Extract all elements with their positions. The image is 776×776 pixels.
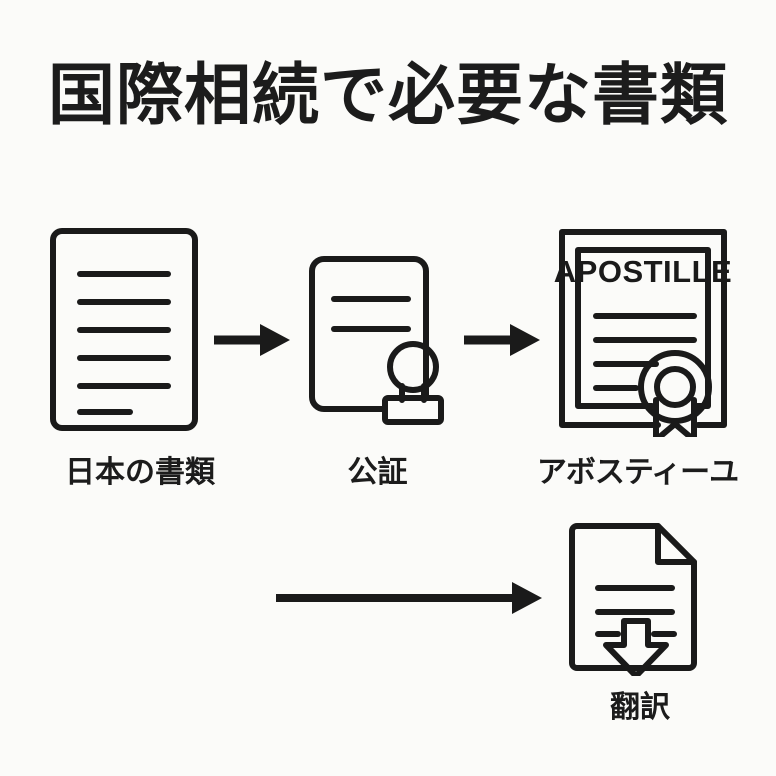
page-title: 国際相続で必要な書類 (48, 58, 728, 133)
document-stamp-icon (302, 250, 452, 430)
arrow-apostille-to-translation-icon (276, 578, 544, 618)
arrow-document-to-notary-icon (214, 320, 292, 360)
document-download-arrow-icon (562, 518, 710, 676)
step-label-notarization: 公証 (347, 456, 408, 489)
step-label-japanese-document: 日本の書類 (65, 456, 215, 489)
step-label-translation: 翻訳 (610, 691, 670, 724)
document-lines-icon (44, 222, 204, 437)
svg-text:APOSTILLE: APOSTILLE (554, 254, 732, 289)
arrow-notary-to-apostille-icon (464, 320, 542, 360)
step-label-apostille: アボスティーユ (536, 456, 739, 489)
apostille-certificate-icon: APOSTILLE (548, 222, 738, 437)
